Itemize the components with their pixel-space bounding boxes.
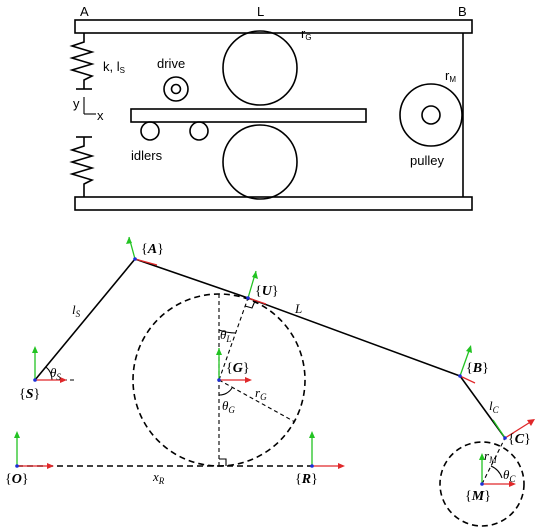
label-frame-U: {U} [255,284,279,299]
pulley-circle-M [439,441,525,527]
M-radius-line [481,437,506,485]
right-angle-U [244,300,256,309]
axis-x-label: x [97,108,104,123]
axis-y-label: y [73,96,80,111]
label-lC: lC [489,398,500,415]
frame-M-origin [480,482,484,486]
radius-rG [218,379,296,423]
top-frame-bar [74,19,473,34]
label-frame-S: {S} [19,387,40,402]
frame-C-x-axis [504,420,533,439]
lower-spring [69,137,95,197]
label-frame-R: {R} [295,472,318,487]
label-A: A [80,4,89,19]
radius-G-to-U [218,297,249,381]
arc-thetaC [490,465,503,479]
frame-C-y-axis [492,419,506,439]
label-lS: lS [72,302,81,319]
upper-spring [69,33,95,89]
label-xR: xR [152,469,165,486]
frame-O-origin [15,464,19,468]
pulley-label: pulley [410,153,444,168]
frame-R-origin [310,464,314,468]
frame-M-x-arrow [509,481,516,487]
frame-R-y-arrow [309,431,315,438]
frame-G-x-arrow [245,377,252,383]
tape-strip [130,108,367,123]
frame-U-origin [246,296,250,300]
label-frame-M: {M} [465,489,491,504]
link-lS [34,258,136,381]
spring-label: k, lS [103,59,125,75]
label-L: L [294,301,302,316]
label-L: L [257,4,264,19]
frame-C-x-arrow [527,419,535,426]
idler-left [140,121,160,141]
lower-roller [222,124,298,200]
frame-O-y-arrow [14,431,20,438]
frame-M-y-arrow [479,453,485,460]
label-frame-C: {C} [508,432,531,447]
label-rM: rM [484,448,497,465]
label-thetaS: θS [50,365,61,382]
drive-wheel [163,76,189,102]
drive-label: drive [157,56,185,71]
frame-U-x-axis [247,297,267,305]
top-schematic: A L B k, lS y x drive idlers rG rM pu [69,4,473,211]
frame-S-y-arrow [32,346,38,353]
arc-thetaG [218,387,233,396]
bottom-frame-bar [74,196,473,211]
arc-thetaL [218,329,237,334]
frame-A-y-arrow [126,237,132,244]
kinematic-model: {A} {U} {G} {S} {B} {C} {O} {R} {M} lS L… [5,236,535,527]
frame-B-y-arrow [466,345,472,353]
frame-C-origin [503,436,507,440]
frame-B-y-axis [459,347,471,377]
frame-U-y-arrow [252,271,258,279]
label-frame-B: {B} [466,361,489,376]
label-B: B [458,4,467,19]
pulley-wheel [399,83,463,147]
label-rG: rG [255,385,267,402]
frame-A-x-axis [134,258,158,266]
frame-B-x-axis [459,375,476,384]
label-thetaG: θG [222,398,235,415]
label-thetaL: θL [220,327,231,344]
rM-label: rM [445,68,456,84]
pulley-hub [421,105,441,125]
frame-A-origin [133,257,137,261]
frame-O-x-arrow [47,463,54,469]
drive-hub [170,83,182,95]
frame-R-x-arrow [338,463,345,469]
frame-S-origin [33,378,37,382]
frame-G-y-arrow [216,348,222,355]
right-angle-bottom [219,458,227,466]
idlers-label: idlers [131,148,163,163]
label-frame-G: {G} [226,361,250,376]
idler-right [189,121,209,141]
upper-roller [222,30,298,106]
link-L [247,297,461,377]
label-frame-A: {A} [141,242,164,257]
label-thetaC: θC [503,467,516,484]
frame-S-x-arrow [60,377,67,383]
link-A-to-U [134,258,249,299]
frame-B-origin [458,374,462,378]
frame-G-origin [217,378,221,382]
rG-label: rG [301,26,312,42]
label-frame-O: {O} [5,472,29,487]
